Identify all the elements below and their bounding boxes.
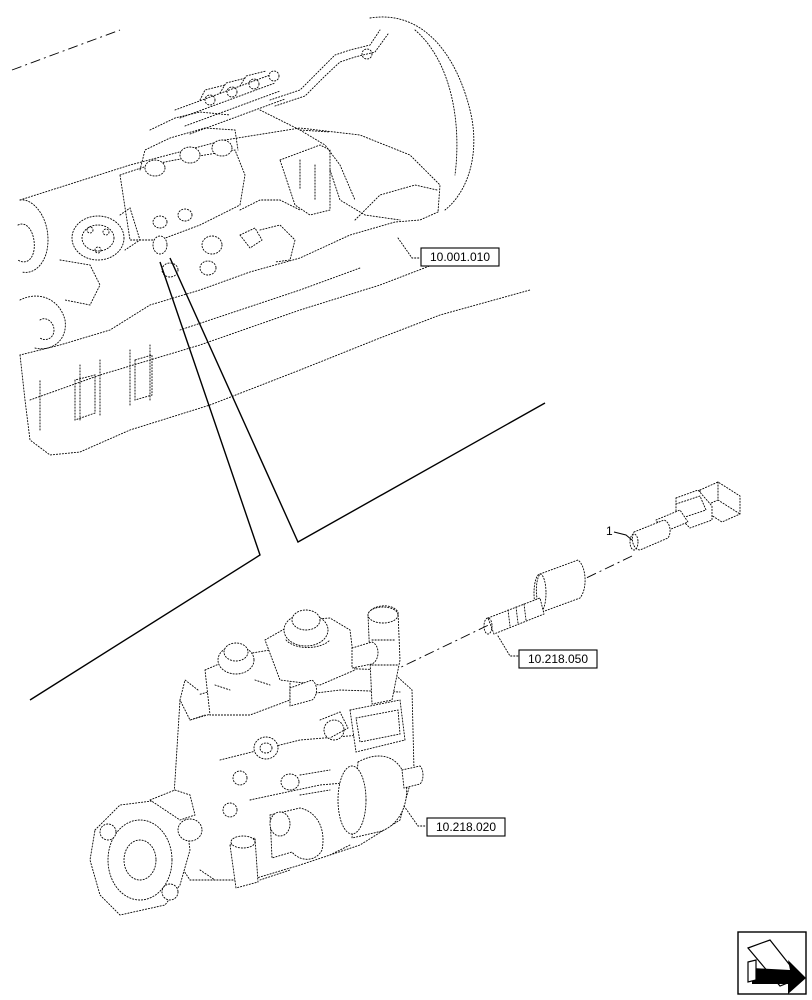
callout-engine-label: 10.001.010 [430,250,490,264]
callout-engine[interactable]: 10.001.010 [397,237,500,267]
sensor-part[interactable] [629,481,741,551]
engine-drawing [11,16,531,456]
callout-pump-label: 10.218.020 [436,820,496,834]
callout-pump[interactable]: 10.218.020 [403,805,506,837]
callout-item-1[interactable]: 1 [606,524,633,541]
callout-bushing[interactable]: 10.218.050 [497,635,598,669]
bushing-part[interactable] [483,559,586,635]
item-number-label: 1 [606,524,613,538]
assembly-axis-line [394,555,633,671]
detail-zoom-lines [29,257,546,701]
injection-pump-drawing [89,605,424,916]
next-page-arrow-icon[interactable] [737,931,807,995]
callout-bushing-label: 10.218.050 [528,652,588,666]
